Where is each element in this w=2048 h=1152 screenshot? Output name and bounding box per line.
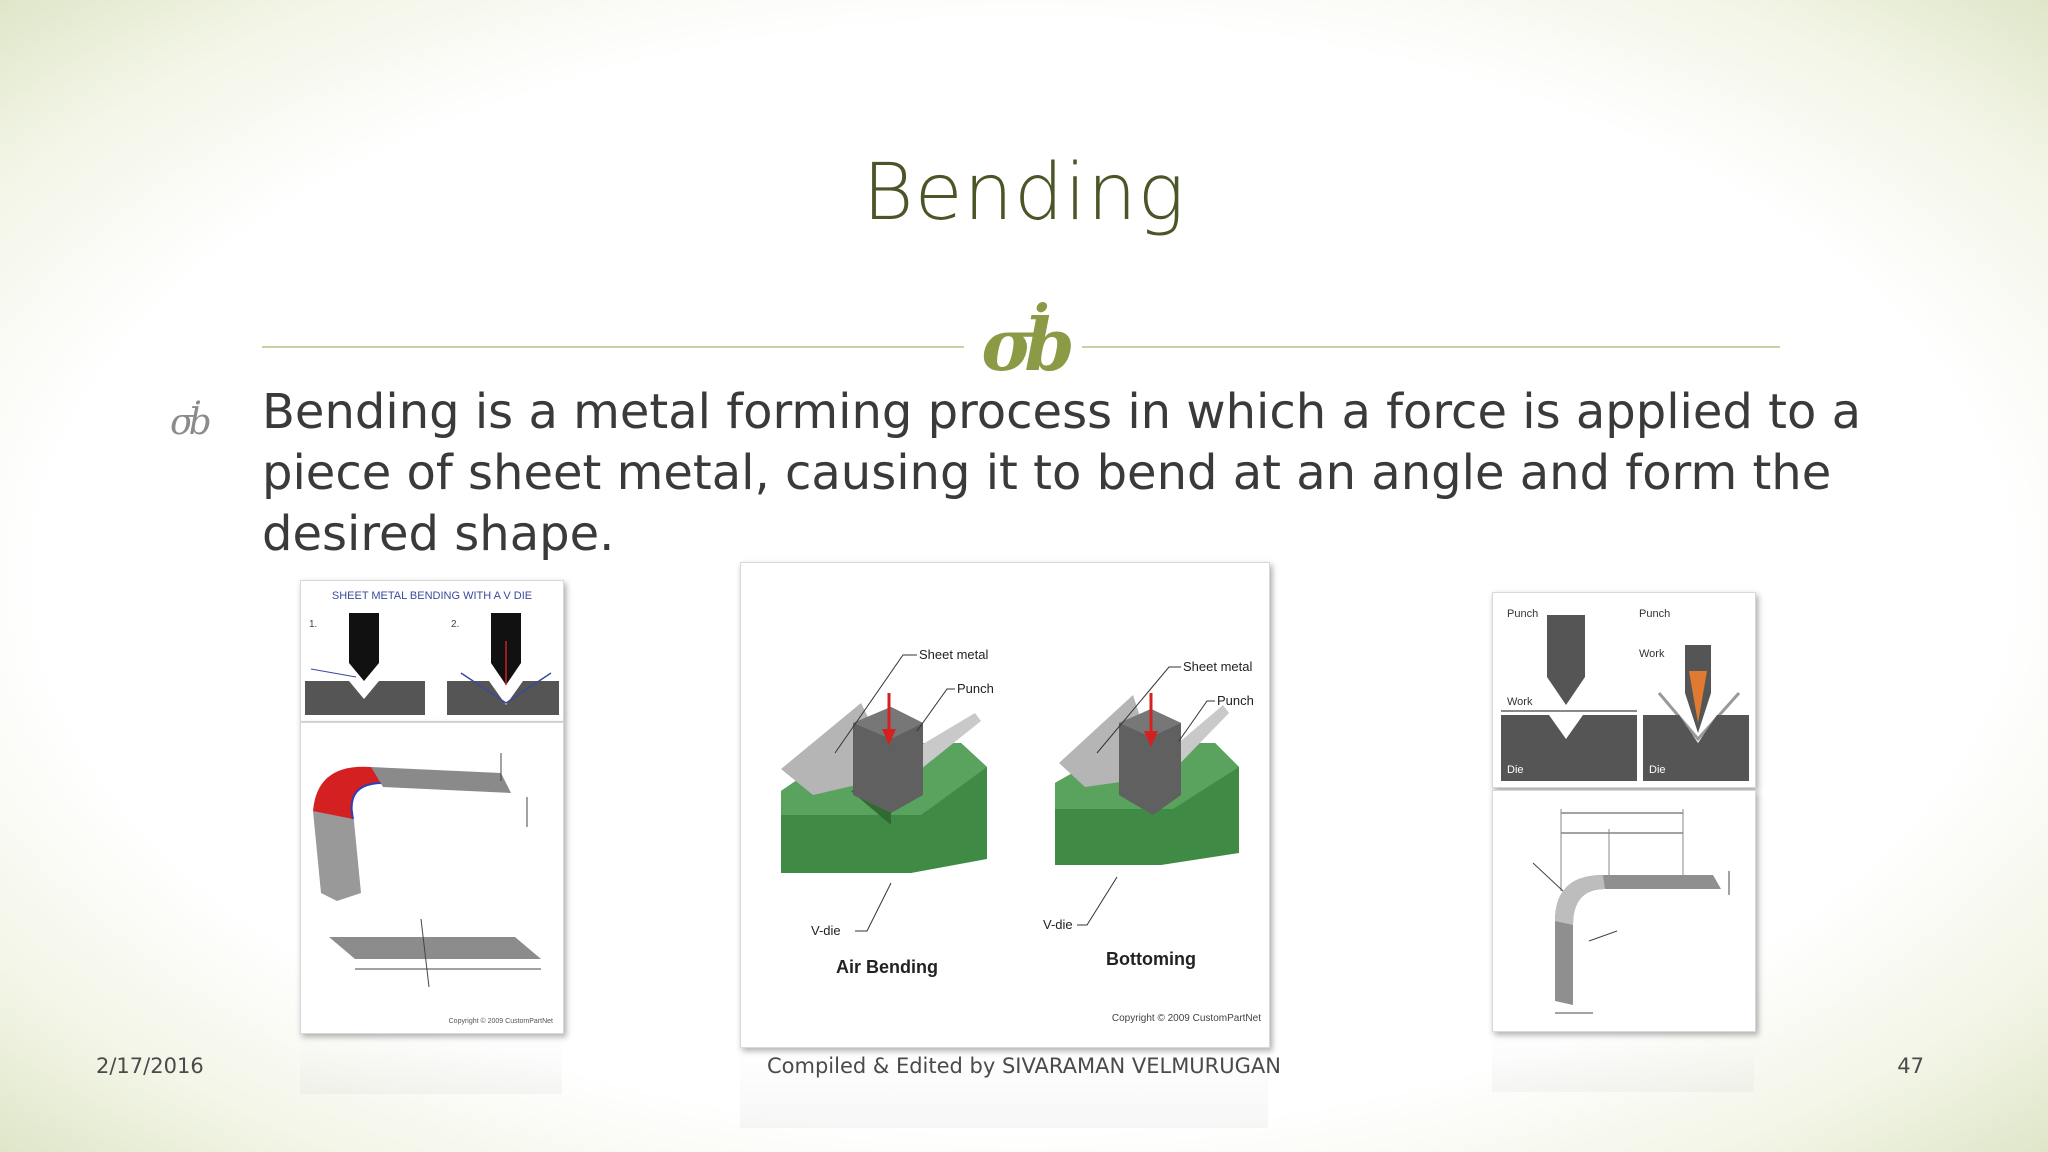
ornament-icon: σḃ	[981, 302, 1074, 387]
figure-left-heading: SHEET METAL BENDING WITH A V DIE	[332, 590, 532, 602]
title-divider-left	[262, 346, 964, 348]
air-sheet-leader	[834, 654, 917, 754]
bend-allowance-diagram: Copyright © 2009 CustomPartNet	[313, 753, 553, 1025]
top-flange-shape	[371, 767, 511, 793]
air-punch-leader	[916, 688, 955, 732]
bottoming-punch-leader	[1178, 700, 1215, 742]
figure-air-bending-bottoming: Sheet metal Punch V-die Air Bending Shee…	[740, 562, 1270, 1048]
bottoming-vdie-label: V-die	[1043, 917, 1073, 932]
air-force-arrow-head	[882, 729, 896, 745]
inner-radius-line	[350, 782, 384, 820]
air-bending-diagram: Sheet metal Punch V-die Air Bending Shee…	[781, 647, 1261, 1024]
punch-2-label: Punch	[1639, 608, 1670, 620]
air-sheet-metal-label: Sheet metal	[919, 647, 988, 662]
air-bending-caption: Air Bending	[836, 957, 938, 977]
punch-2-highlight	[1689, 671, 1707, 723]
title-divider-right	[1082, 346, 1780, 348]
v-die-diagram: SHEET METAL BENDING WITH A V DIE 1. 2.	[305, 590, 559, 715]
die-2-shape	[447, 681, 559, 715]
die-2-label: Die	[1649, 764, 1666, 776]
bend-angle-leader	[1588, 930, 1618, 942]
air-punch	[853, 707, 923, 813]
air-vdie-leader	[855, 882, 892, 932]
die-1-shape	[305, 681, 425, 715]
figure-center-copyright: Copyright © 2009 CustomPartNet	[1112, 1013, 1261, 1024]
footer-date: 2/17/2016	[96, 1054, 204, 1078]
air-vdie-label: V-die	[811, 923, 841, 938]
bottoming-caption: Bottoming	[1106, 949, 1196, 969]
sheet-2-line	[460, 672, 552, 704]
bend-zone-shape	[1555, 875, 1605, 925]
punch-1-shape	[1547, 615, 1585, 705]
punch-work-die-diagram: Punch Work Die Punch Work Die	[1501, 608, 1749, 781]
bottoming-punch-label: Punch	[1217, 693, 1254, 708]
bottoming-punch	[1119, 709, 1181, 815]
die-2-shape	[1643, 715, 1749, 781]
bottoming-force-arrow-head	[1144, 731, 1158, 747]
figure-v-die-bending: SHEET METAL BENDING WITH A V DIE 1. 2.	[300, 580, 564, 722]
figure-punch-work-die: Punch Work Die Punch Work Die	[1492, 592, 1756, 788]
punch-1-shape	[349, 613, 379, 681]
work-2-label: Work	[1639, 648, 1665, 660]
bend-allowance-leader	[420, 918, 430, 988]
figure-bend-geometry	[1492, 790, 1756, 1032]
work-2-line	[1657, 692, 1741, 742]
step-2-label: 2.	[451, 619, 459, 630]
bottoming-sheet-leader	[1096, 666, 1181, 754]
bottoming-vdie-leader	[1077, 876, 1118, 926]
air-punch-label: Punch	[957, 681, 994, 696]
die-1-shape	[1501, 715, 1637, 781]
figure-bend-allowance: Copyright © 2009 CustomPartNet	[300, 722, 564, 1034]
bottoming-sheet-metal-label: Sheet metal	[1183, 659, 1252, 674]
flat-blank-shape	[329, 937, 541, 959]
flange-shape	[313, 811, 361, 901]
figure-left-copyright: Copyright © 2009 CustomPartNet	[449, 1017, 553, 1025]
body-text: Bending is a metal forming process in wh…	[262, 384, 1861, 562]
slide-title: Bending	[862, 148, 1186, 238]
outside-leader	[1532, 862, 1564, 892]
die-1-label: Die	[1507, 764, 1524, 776]
bend-region-shape	[313, 766, 383, 819]
work-1-label: Work	[1507, 696, 1533, 708]
bullet-icon: σḃ	[170, 402, 212, 443]
sheet-1-line	[310, 668, 357, 678]
bend-geometry-diagram	[1532, 809, 1730, 1014]
footer-credit: Compiled & Edited by SIVARAMAN VELMURUGA…	[767, 1054, 1281, 1078]
step-1-label: 1.	[309, 619, 317, 630]
slide-number: 47	[1897, 1054, 1924, 1078]
punch-1-label: Punch	[1507, 608, 1538, 620]
